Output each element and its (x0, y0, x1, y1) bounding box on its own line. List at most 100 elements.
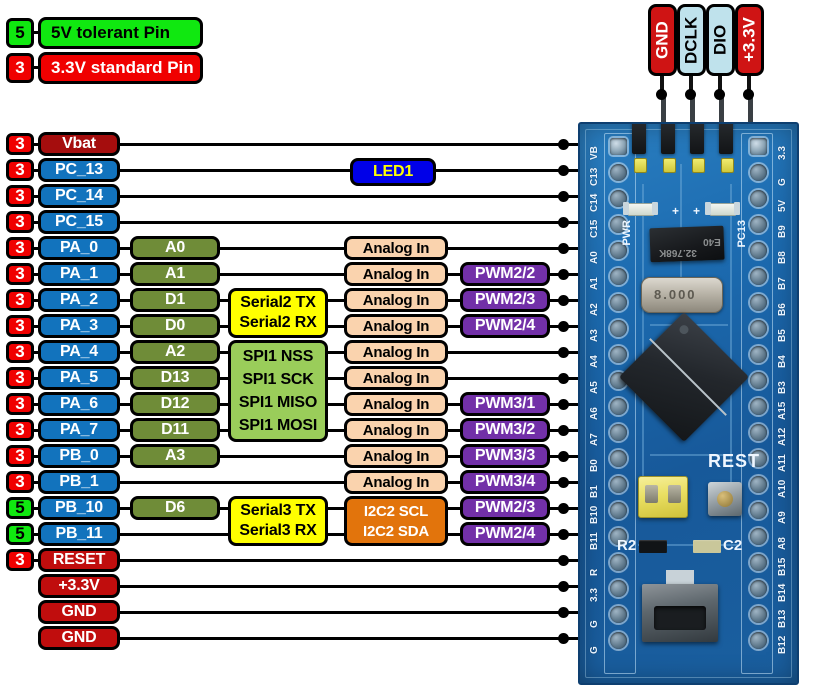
main-crystal (641, 277, 723, 313)
pin-box-pc_13: PC_13 (38, 158, 120, 182)
pin-box-33v: +3.3V (38, 574, 120, 598)
analog-in-box-4: Analog In (344, 236, 448, 260)
silk-right-A9: A9 (777, 511, 788, 524)
i2c2-line-1: I2C2 SDA (363, 522, 429, 540)
pcb-hole-right-7 (750, 320, 767, 337)
pcb-hole-left-3 (610, 216, 627, 233)
swd-wire-3v3 (747, 74, 751, 98)
pcb-hole-left-19 (610, 632, 627, 649)
pin-box-pb_11: PB_11 (38, 522, 120, 546)
silk-right-A11: A11 (777, 454, 788, 472)
pin-dot-7 (558, 321, 569, 332)
pin-dot-19 (558, 633, 569, 644)
pcb-hole-right-9 (750, 372, 767, 389)
analog-in-box-11: Analog In (344, 418, 448, 442)
pcb-hole-right-13 (750, 476, 767, 493)
tag-link-10 (32, 403, 40, 406)
pwm-box-pwm3-3: PWM3/3 (460, 444, 550, 468)
swd-dot-gnd (656, 89, 667, 100)
r2-label: R2 (617, 537, 637, 554)
silk-left-C15: C15 (589, 219, 600, 238)
pwm-box-pwm3-1: PWM3/1 (460, 392, 550, 416)
spi1-line-3: SPI1 MOSI (238, 416, 318, 434)
swd-wire-dclk (689, 74, 693, 98)
legend-tag-5v: 5 (6, 18, 34, 48)
pin-box-gnd: GND (38, 626, 120, 650)
pcb-hole-right-6 (750, 294, 767, 311)
arduino-pin-d6: D6 (130, 496, 220, 520)
silk-left-C14: C14 (589, 193, 600, 212)
spi1-line-2: SPI1 MISO (238, 393, 318, 411)
arduino-pin-a3: A3 (130, 444, 220, 468)
silk-right-B3: B3 (777, 381, 788, 394)
tag-link-16 (32, 559, 40, 562)
silk-right-B8: B8 (777, 251, 788, 264)
swd-lead-dclk (690, 96, 695, 130)
silk-left-A1: A1 (589, 277, 600, 290)
pcb-hole-left-2 (610, 190, 627, 207)
analog-in-box-10: Analog In (344, 392, 448, 416)
silk-left-A7: A7 (589, 433, 600, 446)
boot-jumper-2 (663, 158, 676, 173)
pin-box-pb_0: PB_0 (38, 444, 120, 468)
swd-pin-dio: DIO (706, 4, 735, 76)
silk-right-B12: B12 (777, 635, 788, 654)
silk-left-C13: C13 (589, 167, 600, 186)
pcb-hole-right-3 (750, 216, 767, 233)
swd-lead-3v3 (748, 96, 753, 130)
pin-box-gnd: GND (38, 600, 120, 624)
silk-left-A4: A4 (589, 355, 600, 368)
wire-row-17 (120, 585, 578, 588)
pin-dot-10 (558, 399, 569, 410)
pin-dot-12 (558, 451, 569, 462)
voltage-tag-pa_3: 3 (6, 315, 34, 337)
analog-in-box-13: Analog In (344, 470, 448, 494)
arduino-pin-d12: D12 (130, 392, 220, 416)
pcb-hole-right-14 (750, 502, 767, 519)
rtc-crystal-label-2: E40 (703, 236, 721, 247)
arduino-pin-d13: D13 (130, 366, 220, 390)
pcb-hole-left-4 (610, 242, 627, 259)
pin-box-pa_0: PA_0 (38, 236, 120, 260)
pin-dot-1 (558, 165, 569, 176)
wire-row-0 (120, 143, 578, 146)
swd-wire-gnd (660, 74, 664, 98)
voltage-tag-pa_2: 3 (6, 289, 34, 311)
tag-link-9 (32, 377, 40, 380)
swd-dot-dclk (685, 89, 696, 100)
silk-right-B13: B13 (777, 609, 788, 628)
silk-left-B11: B11 (589, 532, 600, 550)
swd-wire-dio (718, 74, 722, 98)
voltage-tag-pb_1: 3 (6, 471, 34, 493)
pwm-box-pwm2-4: PWM2/4 (460, 314, 550, 338)
tag-link-5 (32, 273, 40, 276)
capacitor-c2 (693, 540, 721, 553)
pcb-hole-left-6 (610, 294, 627, 311)
wire-row-2 (120, 195, 578, 198)
pin-dot-17 (558, 581, 569, 592)
pin-box-pb_10: PB_10 (38, 496, 120, 520)
silk-left-G: G (589, 646, 600, 654)
voltage-tag-vbat: 3 (6, 133, 34, 155)
pin-dot-0 (558, 139, 569, 150)
silk-left-B0: B0 (589, 459, 600, 472)
wire-row-19 (120, 637, 578, 640)
tag-link-2 (32, 195, 40, 198)
legend-label-3v3: 3.3V standard Pin (38, 52, 203, 84)
silk-right-B14: B14 (777, 583, 788, 602)
reset-button[interactable] (708, 482, 742, 516)
boot0-header (632, 124, 646, 154)
left-header-outline (604, 133, 636, 674)
pcb-hole-right-18 (750, 606, 767, 623)
main-crystal-label: 8.000 (654, 287, 697, 302)
pcb-hole-left-17 (610, 580, 627, 597)
bootloader-jack (638, 476, 688, 518)
pcb-hole-left-5 (610, 268, 627, 285)
silk-left-G: G (589, 620, 600, 628)
voltage-tag-pc_13: 3 (6, 159, 34, 181)
spi1-line-1: SPI1 SCK (242, 370, 314, 388)
pin-dot-3 (558, 217, 569, 228)
